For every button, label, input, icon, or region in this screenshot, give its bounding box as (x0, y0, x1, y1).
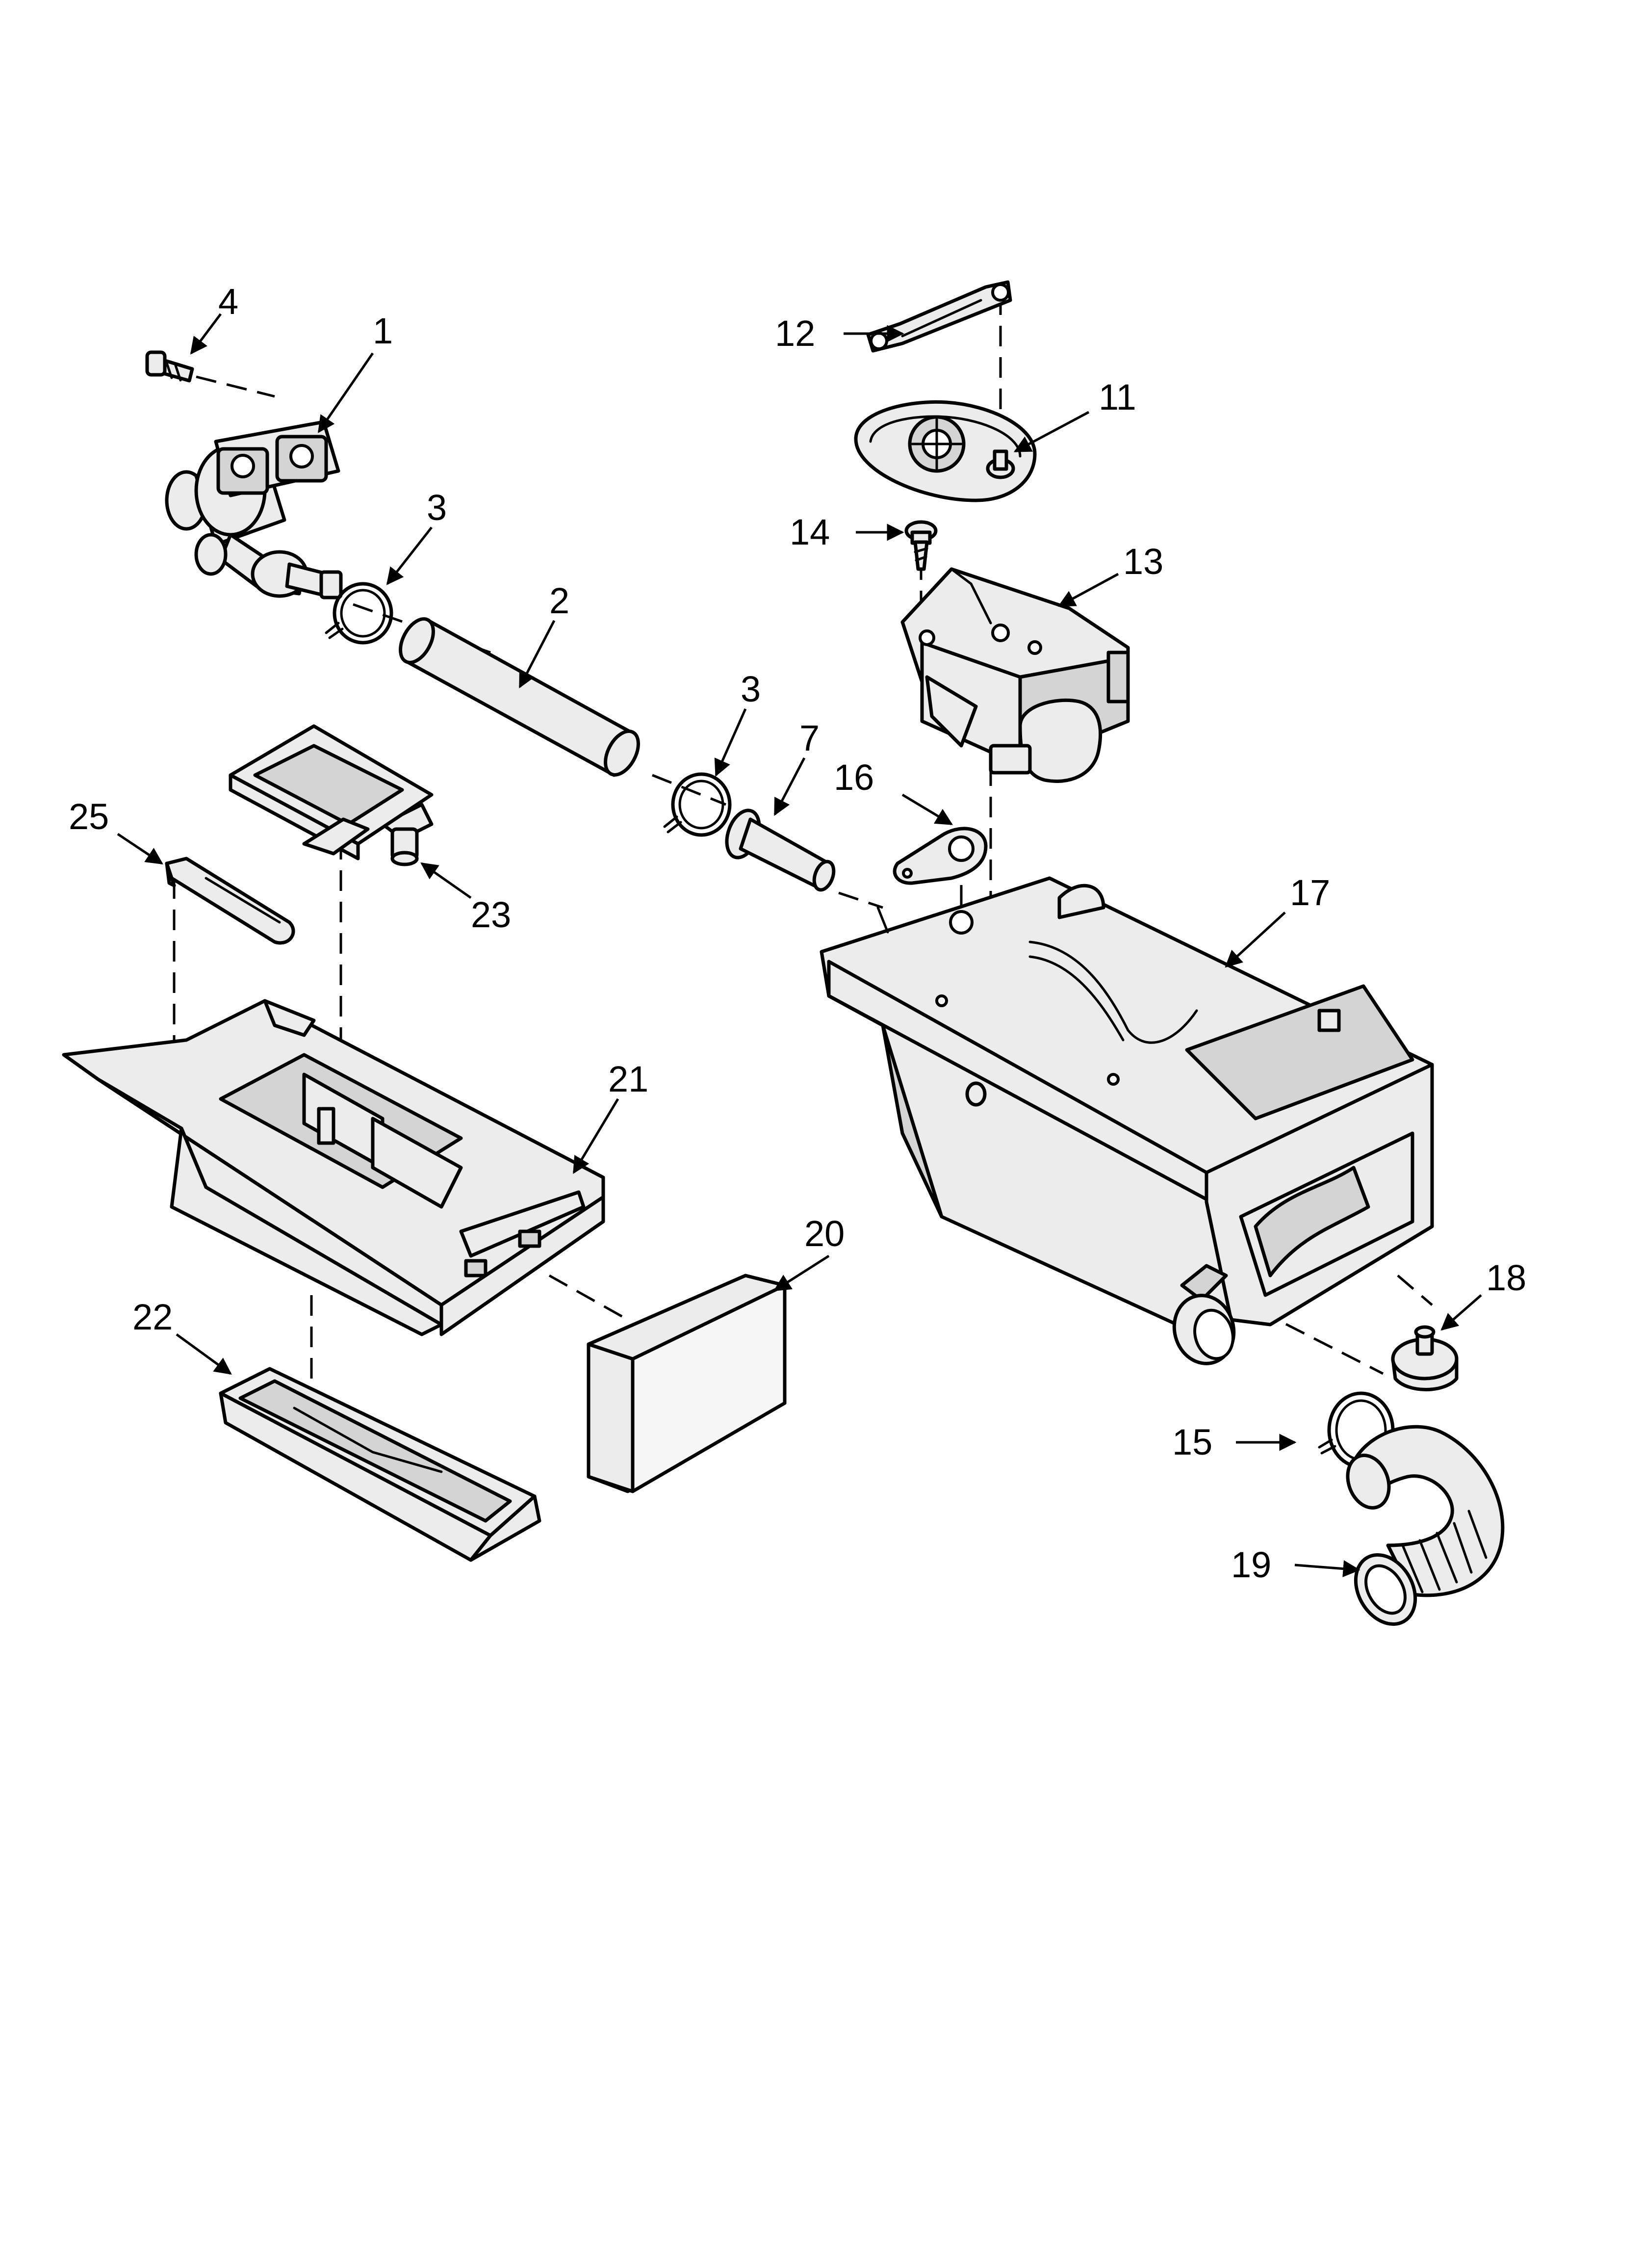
callout-18: 18 (1486, 1257, 1526, 1298)
leader-arrows (117, 313, 1482, 1578)
callout-3a: 3 (427, 487, 447, 528)
part-siphon-23 (381, 803, 434, 866)
part-screw-4 (145, 350, 194, 383)
part-inlet-tube-7 (725, 808, 836, 892)
part-cam-plate-11 (854, 400, 1037, 502)
part-hose-clamp-3a (325, 582, 393, 645)
callout-23: 23 (471, 894, 511, 935)
callout-14: 14 (790, 512, 830, 552)
part-siphon-cap (229, 724, 434, 860)
part-insert-tray-22 (219, 1367, 541, 1562)
part-link-arm-12 (866, 280, 1012, 353)
callout-11: 11 (1099, 377, 1136, 417)
part-screw-14 (904, 520, 938, 571)
callout-22: 22 (132, 1297, 173, 1337)
part-hose-2 (399, 617, 640, 777)
callout-17: 17 (1290, 872, 1330, 913)
callout-4: 4 (218, 281, 238, 322)
callout-21: 21 (608, 1059, 648, 1099)
part-actuator-13 (900, 567, 1130, 783)
callout-2: 2 (549, 580, 569, 621)
callout-1: 1 (373, 311, 393, 351)
callout-15: 15 (1172, 1422, 1212, 1462)
part-water-valve-1 (165, 420, 343, 600)
callout-16: 16 (834, 757, 874, 798)
callout-3b: 3 (741, 669, 761, 709)
part-drawer-front-20 (587, 1274, 787, 1493)
part-lever-25 (165, 857, 295, 945)
part-dispenser-drawer-21 (62, 999, 605, 1336)
part-pressure-sensor-18 (1391, 1325, 1459, 1391)
callout-20: 20 (804, 1213, 845, 1254)
part-gasket-16 (893, 827, 988, 885)
callout-13: 13 (1123, 541, 1163, 582)
callout-19: 19 (1231, 1544, 1271, 1585)
callout-12: 12 (775, 313, 815, 354)
part-hose-clamp-3b (663, 772, 732, 837)
part-dispenser-housing-17 (820, 876, 1434, 1365)
part-drain-hose-19 (1346, 1425, 1505, 1626)
callout-7: 7 (799, 718, 820, 758)
callout-25: 25 (69, 796, 109, 837)
callout-labels: 4 1 3 2 3 7 12 11 14 13 16 17 18 15 19 2… (69, 281, 1526, 1585)
